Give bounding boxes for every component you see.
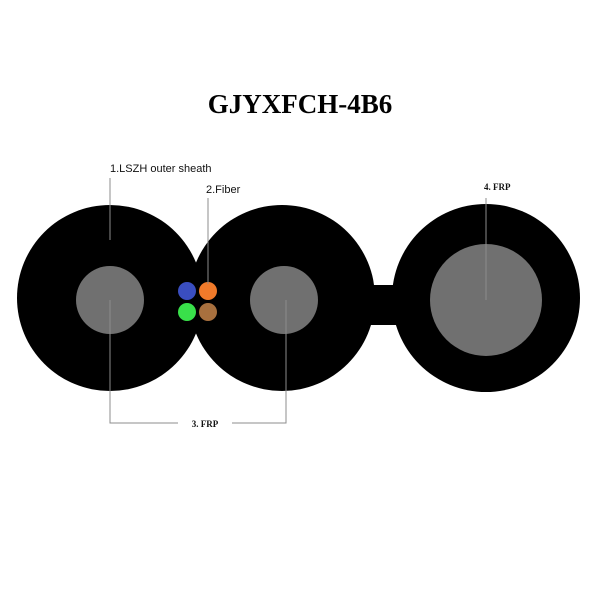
- frp-middle: [250, 266, 318, 334]
- label-frp-right: 4. FRP: [484, 182, 511, 192]
- label-fiber: 2.Fiber: [206, 184, 241, 196]
- fiber-blue: [178, 282, 196, 300]
- fiber-orange: [199, 282, 217, 300]
- fiber-group: [178, 282, 217, 321]
- fiber-brown: [199, 303, 217, 321]
- leader-frp-left-middle: [109, 300, 178, 424]
- fiber-green: [178, 303, 196, 321]
- diagram-title: GJYXFCH-4B6: [208, 89, 393, 119]
- label-frp-left: 3. FRP: [192, 419, 219, 429]
- label-lszh-outer-sheath: 1.LSZH outer sheath: [110, 163, 212, 175]
- leader-frp-middle: [232, 300, 287, 424]
